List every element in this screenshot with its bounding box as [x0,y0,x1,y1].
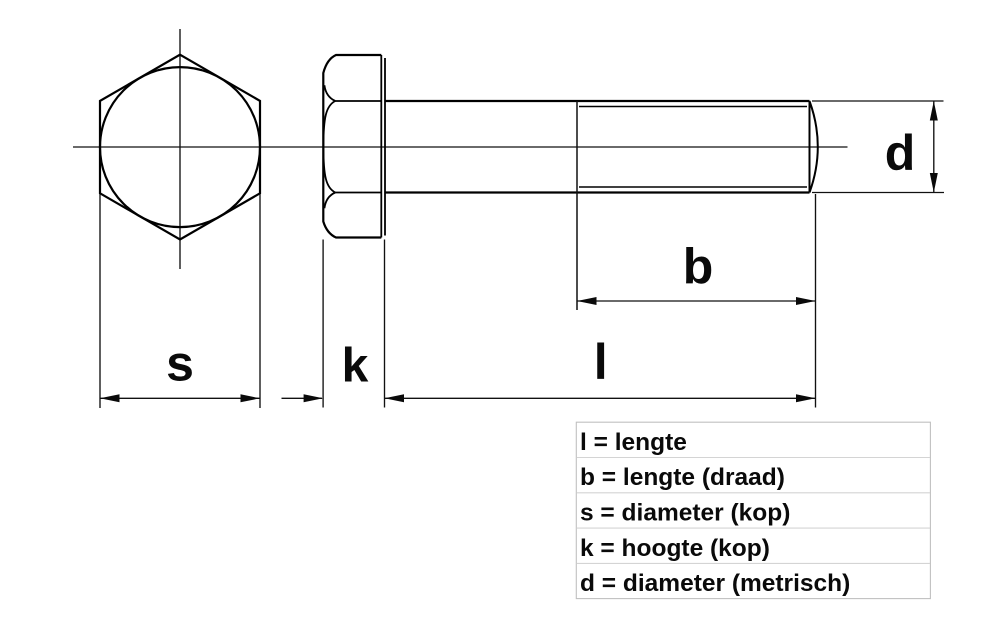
svg-text:b = lengte (draad): b = lengte (draad) [580,464,785,491]
svg-text:l = lengte: l = lengte [580,429,687,456]
svg-text:k = hoogte (kop): k = hoogte (kop) [580,535,770,562]
svg-text:k: k [342,340,369,393]
svg-text:l: l [594,334,608,390]
svg-text:b: b [683,238,714,294]
svg-text:s = diameter (kop): s = diameter (kop) [580,500,790,527]
svg-text:d = diameter (metrisch): d = diameter (metrisch) [580,570,850,597]
svg-text:s: s [166,335,194,391]
svg-text:d: d [885,125,916,181]
